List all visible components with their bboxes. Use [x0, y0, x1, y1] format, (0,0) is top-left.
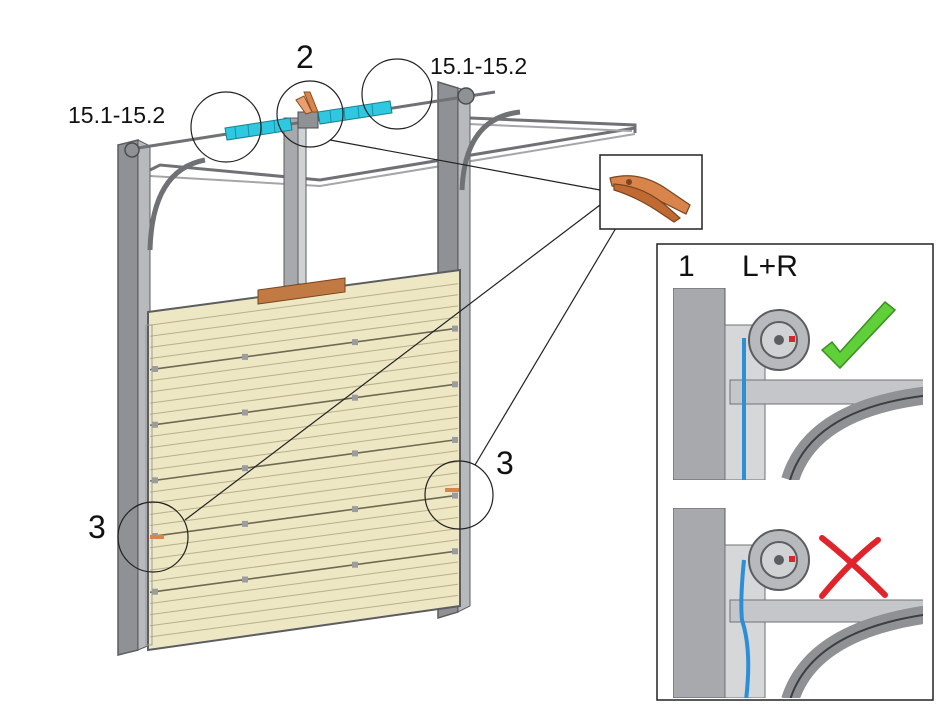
- callout-labels: 15.1-15.2 15.1-15.2 2 3 3: [68, 39, 527, 545]
- panel-groove: [149, 594, 459, 638]
- panel-groove: [149, 294, 459, 337]
- callout-circle-step-3-right: [424, 460, 494, 530]
- ceiling-tracks: [149, 116, 637, 188]
- label-step-3-right: 3: [496, 445, 514, 481]
- panel-groove: [149, 505, 459, 549]
- panel-groove: [149, 394, 459, 437]
- detail-wrong: [673, 508, 923, 698]
- spring-right: [317, 100, 393, 125]
- panel-hinge: [352, 339, 358, 346]
- panel-hinge: [152, 588, 158, 595]
- panel-hinge: [152, 366, 158, 372]
- panel-groove: [149, 450, 459, 493]
- section-joint: [149, 550, 459, 594]
- panel-hinge: [152, 421, 158, 428]
- callouts: [117, 58, 617, 573]
- panel-hinge: [452, 548, 458, 555]
- panel-hinge: [452, 492, 458, 499]
- panel-hinge: [452, 325, 458, 332]
- panel-hinge: [242, 465, 248, 472]
- check-mark-icon: [820, 300, 897, 370]
- detail-side-label: L+R: [742, 250, 798, 283]
- leader-step-3-left: [184, 204, 601, 521]
- detail-correct: [673, 288, 923, 480]
- panel-groove: [149, 283, 459, 326]
- callout-circle-step-3-left: [117, 501, 189, 573]
- cross-mark-icon: [819, 535, 888, 599]
- panel-groove: [149, 561, 459, 604]
- left-frame: [117, 139, 206, 656]
- panel-groove: [149, 361, 459, 404]
- panel-groove: [149, 461, 459, 504]
- panel-hinge: [242, 576, 248, 583]
- label-spring-right: 15.1-15.2: [430, 53, 527, 79]
- panel-groove: [149, 583, 459, 627]
- label-spring-left: 15.1-15.2: [68, 102, 165, 128]
- door-panel: [145, 268, 461, 652]
- panel-groove: [149, 305, 459, 348]
- panel-groove: [149, 427, 459, 471]
- panel-hinge: [242, 409, 248, 416]
- tool-inset: [599, 154, 703, 230]
- panel-hinge: [352, 450, 358, 457]
- panel-groove: [149, 483, 459, 526]
- section-joint: [149, 383, 459, 427]
- panel-hinge: [352, 506, 358, 513]
- panel-groove: [149, 350, 459, 393]
- panel-groove: [149, 405, 459, 449]
- panel-groove: [149, 372, 459, 415]
- callout-circle-spring-left: [190, 91, 262, 163]
- label-step-3-left: 3: [88, 509, 106, 545]
- spring-left: [224, 117, 293, 141]
- panel-hinge: [152, 477, 158, 484]
- panel-hinge: [452, 381, 458, 388]
- section-joint: [149, 438, 459, 482]
- spring-clamp-tool: [295, 91, 319, 129]
- section-joint: [149, 494, 459, 538]
- panel-hinge: [352, 394, 358, 401]
- pliers-icon: [609, 175, 691, 223]
- panel-groove: [149, 338, 459, 382]
- door-assembly: [117, 80, 637, 656]
- section-joint: [149, 327, 459, 371]
- detail-panel: 1 L+R: [656, 243, 934, 701]
- panel-groove: [149, 539, 459, 582]
- panel-groove: [149, 416, 459, 460]
- panel-groove: [149, 517, 459, 560]
- panel-hinge: [352, 561, 358, 568]
- panel-groove: [149, 316, 459, 359]
- leader-step-2: [329, 139, 601, 191]
- panel-hinge: [242, 520, 248, 527]
- tool-mark-left: [150, 535, 164, 539]
- leader-step-3-right: [474, 227, 617, 466]
- callout-circle-spring-right: [361, 58, 433, 130]
- label-step-2: 2: [296, 39, 314, 75]
- panel-groove: [149, 528, 459, 571]
- detail-step-number: 1: [678, 250, 695, 283]
- panel-hinge: [242, 353, 248, 360]
- callout-circle-step-2: [276, 80, 344, 148]
- tool-mark-right: [445, 488, 459, 492]
- panel-groove: [149, 572, 459, 616]
- panel-hinge: [452, 436, 458, 443]
